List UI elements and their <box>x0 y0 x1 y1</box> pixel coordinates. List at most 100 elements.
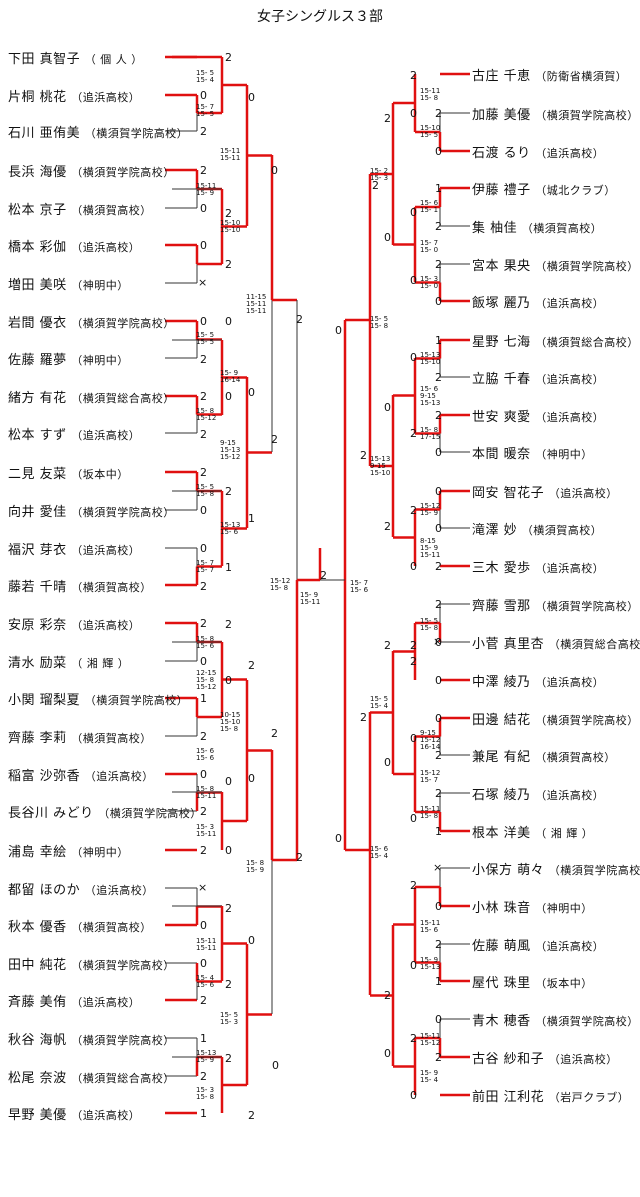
player-name: 三木 愛歩 <box>472 561 536 576</box>
game-score: 15- 5 15- 8 <box>420 617 439 632</box>
player-affiliation: （横須賀総合高校） <box>535 336 639 349</box>
match-result: 2 <box>200 805 207 818</box>
walkover-mark: × <box>198 276 208 289</box>
player-name: 佐藤 萌風 <box>472 939 536 954</box>
game-score: 15- 7 15- 6 <box>350 579 369 594</box>
match-result: 2 <box>435 409 442 422</box>
left-player: 清水 励菜 （ 湘 輝 ） <box>8 652 129 671</box>
right-player: 兼尾 有紀 （横須賀高校） <box>472 746 616 765</box>
game-score: 15-12 15- 8 <box>270 577 291 592</box>
game-score: 15- 5 15- 4 <box>370 695 389 710</box>
player-name: 齊藤 雪那 <box>472 599 536 614</box>
player-affiliation: （横須賀総合高校） <box>548 638 640 651</box>
game-score: 15- 9 15-13 <box>420 956 441 971</box>
player-affiliation: （追浜高校） <box>535 411 605 424</box>
match-result: 0 <box>435 674 442 687</box>
match-result: 0 <box>435 712 442 725</box>
right-player: 屋代 珠里 （坂本中） <box>472 972 593 991</box>
player-name: 松本 すず <box>8 428 72 443</box>
right-player: 前田 江利花 （岩戸クラブ） <box>472 1086 629 1105</box>
player-affiliation: （神明中） <box>71 354 129 367</box>
match-result: 2 <box>372 179 379 192</box>
match-result: 0 <box>200 655 207 668</box>
match-result: 0 <box>225 315 232 328</box>
match-result: 0 <box>435 446 442 459</box>
left-player: 佐藤 羅夢 （神明中） <box>8 349 129 368</box>
match-result: 2 <box>435 1051 442 1064</box>
player-affiliation: （追浜高校） <box>535 789 605 802</box>
match-result: 0 <box>435 295 442 308</box>
game-score: 15-10 15- 5 <box>420 124 441 139</box>
match-result: 2 <box>225 207 232 220</box>
match-result: 2 <box>435 220 442 233</box>
left-player: 松本 すず （追浜高校） <box>8 424 140 443</box>
match-result: 2 <box>200 1070 207 1083</box>
player-affiliation: （横須賀学院高校） <box>71 1034 175 1047</box>
match-result: 2 <box>410 427 417 440</box>
player-name: 小関 瑠梨夏 <box>8 693 85 708</box>
player-affiliation: （追浜高校） <box>535 562 605 575</box>
match-result: 0 <box>410 732 417 745</box>
game-score: 15- 6 9-15 15-13 <box>420 385 441 407</box>
player-name: 清水 励菜 <box>8 656 72 671</box>
player-affiliation: （城北クラブ） <box>535 184 616 197</box>
player-affiliation: （追浜高校） <box>535 676 605 689</box>
game-score: 15- 5 15- 3 <box>220 1011 239 1026</box>
match-result: 2 <box>225 485 232 498</box>
player-affiliation: （横須賀学院高校） <box>71 959 175 972</box>
left-player: 緒方 有花 （横須賀総合高校） <box>8 387 175 406</box>
player-affiliation: （横須賀学院高校） <box>535 260 639 273</box>
game-score: 15- 7 15- 7 <box>196 559 215 574</box>
right-player: 石渡 るり （追浜高校） <box>472 142 604 161</box>
match-result: 0 <box>225 674 232 687</box>
match-result: 0 <box>410 274 417 287</box>
left-player: 小関 瑠梨夏 （横須賀学院高校） <box>8 689 188 708</box>
game-score: 15-11 15-11 <box>196 937 217 952</box>
match-result: 2 <box>435 107 442 120</box>
player-name: 本間 暖奈 <box>472 447 536 462</box>
match-result: 2 <box>384 520 391 533</box>
left-player: 石川 亜侑美 （横須賀学院高校） <box>8 122 188 141</box>
player-name: 藤若 千晴 <box>8 580 72 595</box>
player-name: 小菅 真里杏 <box>472 637 549 652</box>
match-result: 2 <box>200 353 207 366</box>
match-result: 0 <box>384 1047 391 1060</box>
right-player: 古谷 紗和子 （追浜高校） <box>472 1048 618 1067</box>
game-score: 15- 3 15- 0 <box>420 275 439 290</box>
player-name: 石渡 るり <box>472 146 536 161</box>
player-name: 秋本 優香 <box>8 920 72 935</box>
game-score: 15-11 15-12 <box>420 1032 441 1047</box>
game-score: 15- 9 15-11 <box>300 591 321 606</box>
player-name: 安原 彩奈 <box>8 618 72 633</box>
right-player: 加藤 美優 （横須賀学院高校） <box>472 104 639 123</box>
match-result: 2 <box>200 390 207 403</box>
game-score: 15- 8 15- 9 <box>246 859 265 874</box>
player-affiliation: （横須賀学院高校） <box>71 166 175 179</box>
player-affiliation: （追浜高校） <box>71 544 141 557</box>
player-name: 宮本 果央 <box>472 259 536 274</box>
right-player: 青木 穂香 （横須賀学院高校） <box>472 1010 639 1029</box>
player-affiliation: （追浜高校） <box>548 1053 618 1066</box>
match-result: 0 <box>435 522 442 535</box>
player-affiliation: （横須賀総合高校） <box>71 392 175 405</box>
player-affiliation: （横須賀学院高校） <box>84 694 189 707</box>
right-player: 小林 珠音 （神明中） <box>472 897 593 916</box>
player-affiliation: （追浜高校） <box>71 91 141 104</box>
match-result: 0 <box>200 957 207 970</box>
player-affiliation: （横須賀学院高校） <box>535 600 639 613</box>
right-player: 小菅 真里杏 （横須賀総合高校） <box>472 633 640 652</box>
match-result: 2 <box>200 730 207 743</box>
player-name: 早野 美優 <box>8 1108 72 1123</box>
game-score: 15- 6 15- 1 <box>420 199 439 214</box>
match-result: 0 <box>435 145 442 158</box>
match-result: 2 <box>248 659 255 672</box>
player-affiliation: （横須賀総合高校） <box>71 1072 175 1085</box>
game-score: 15- 3 15- 8 <box>196 1086 215 1101</box>
match-result: 0 <box>384 401 391 414</box>
match-result: 2 <box>225 1052 232 1065</box>
match-result: 2 <box>296 313 303 326</box>
left-player: 二見 友菜 （坂本中） <box>8 463 129 482</box>
game-score: 10-15 15-10 15- 8 <box>220 711 241 733</box>
match-result: 0 <box>410 1089 417 1102</box>
